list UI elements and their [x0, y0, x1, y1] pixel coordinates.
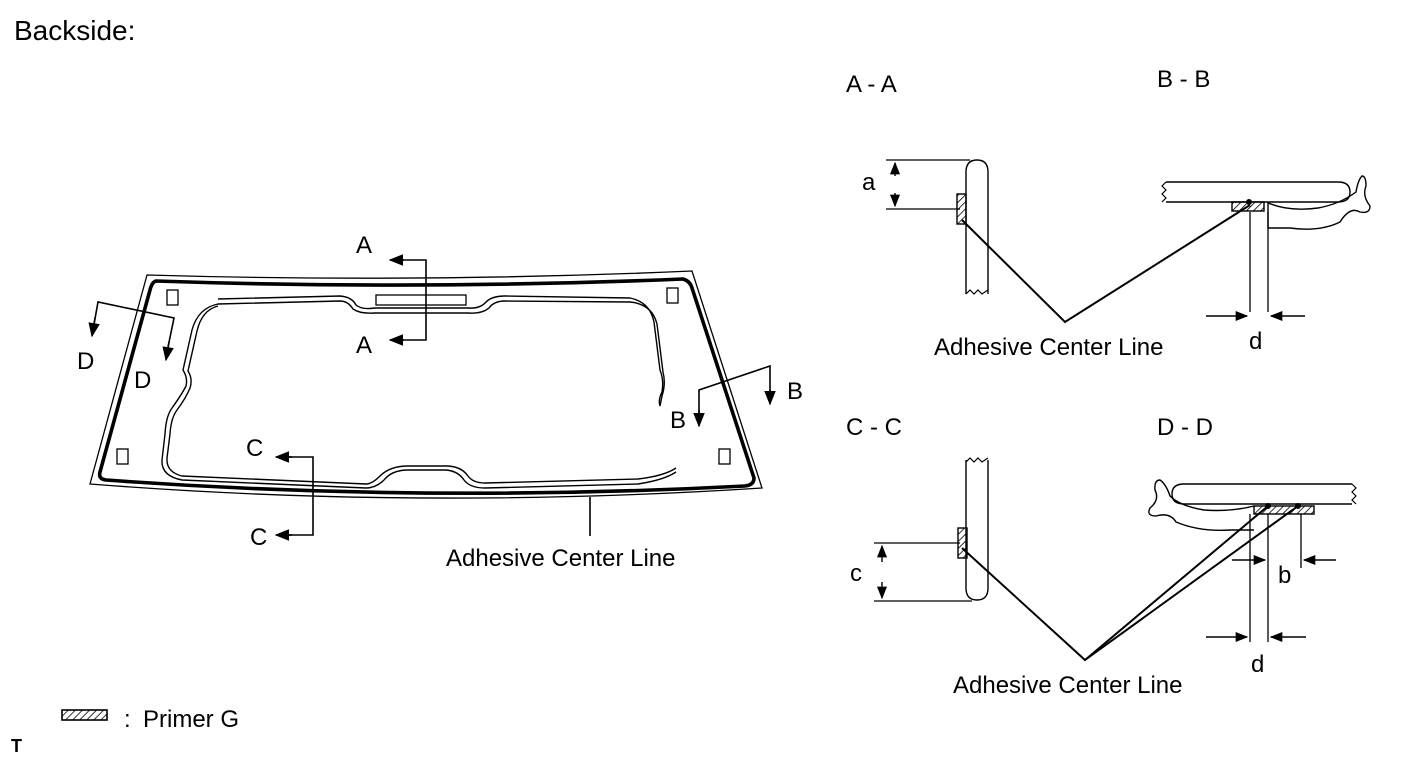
dimension-d-label-dd: d — [1251, 651, 1264, 678]
locator-top-left — [166, 289, 179, 306]
section-aa-title: A - A — [846, 71, 897, 98]
section-line-d — [88, 301, 175, 362]
glass-outer-edge — [89, 270, 763, 499]
section-c-bottom-label: C — [250, 524, 267, 551]
section-line-a — [388, 254, 427, 346]
dimension-b-label: b — [1278, 562, 1291, 589]
adhesive-label-main: Adhesive Center Line — [446, 545, 675, 572]
section-line-b — [693, 364, 776, 428]
legend-separator: : — [124, 706, 131, 733]
dimension-d-label-bb: d — [1249, 328, 1262, 355]
section-d-right-label: D — [134, 367, 151, 394]
adhesive-bead — [97, 277, 756, 496]
section-dd-title: D - D — [1157, 414, 1213, 441]
section-cc-title: C - C — [846, 414, 902, 441]
adhesive-label-bottom: Adhesive Center Line — [953, 672, 1182, 699]
section-b-right-label: B — [787, 378, 803, 405]
stop-lamp-slot — [375, 294, 467, 306]
inner-molding-line — [161, 295, 677, 489]
section-b-left-label: B — [670, 407, 686, 434]
footer-code: T — [11, 736, 22, 756]
section-cc-drawing — [874, 457, 1299, 662]
section-a-bottom-label: A — [356, 332, 372, 359]
adhesive-label-top: Adhesive Center Line — [934, 334, 1163, 361]
section-dd-drawing — [1148, 479, 1357, 643]
glass-overview — [89, 270, 763, 499]
legend-primer-label: Primer G — [143, 706, 239, 733]
section-bb-title: B - B — [1157, 66, 1210, 93]
page-title: Backside: — [14, 15, 135, 46]
section-line-c — [274, 451, 314, 541]
section-bb-drawing — [1161, 175, 1371, 322]
locator-bottom-left — [116, 448, 129, 465]
locator-bottom-right — [718, 448, 731, 465]
dimension-c-label: c — [850, 560, 862, 587]
section-c-top-label: C — [246, 435, 263, 462]
locator-top-right — [666, 287, 679, 304]
dimension-a-label: a — [862, 169, 876, 196]
primer-swatch — [61, 709, 108, 721]
section-a-top-label: A — [356, 232, 372, 259]
legend: : Primer G — [61, 706, 239, 733]
section-d-left-label: D — [77, 348, 94, 375]
section-aa-drawing — [886, 159, 1251, 324]
